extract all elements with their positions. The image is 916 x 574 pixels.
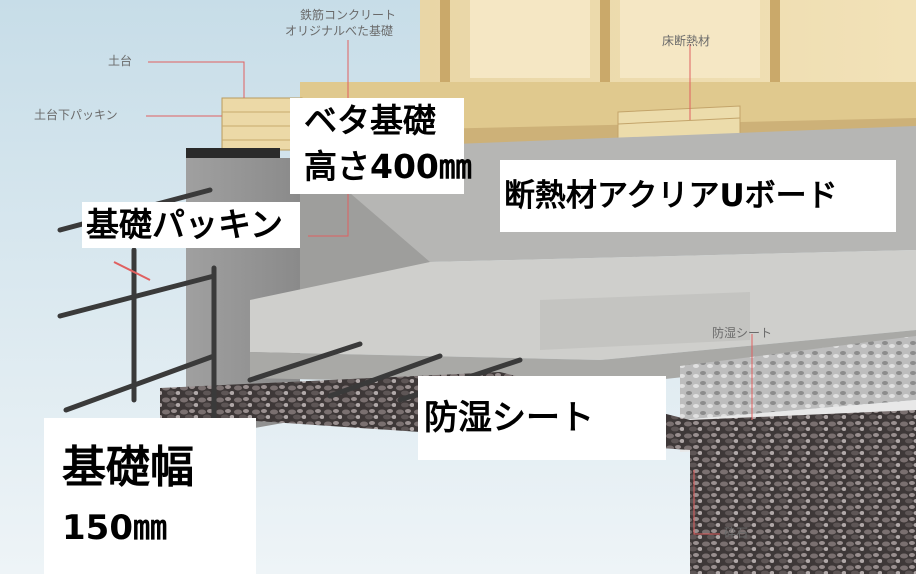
label-dodai: 土台 — [108, 54, 133, 68]
overlay-insulation: 断熱材アクリアUボード — [500, 160, 896, 232]
dodai-lumber — [221, 97, 303, 151]
label-rc-line1: 鉄筋コンクリート — [300, 8, 397, 22]
overlay-width-value: 150㎜ — [62, 508, 167, 548]
packing-strip — [186, 148, 280, 158]
house-wall — [420, 0, 916, 82]
moisture-sheet-area — [680, 336, 916, 420]
label-moisture-sheet: 防湿シート — [712, 326, 773, 340]
crushed-stone-layer — [160, 372, 916, 574]
label-floor-insulation: 床断熱材 — [662, 34, 711, 48]
overlay-beta-height: 高さ400㎜ — [304, 147, 472, 186]
label-dodai-packing: 土台下パッキン — [34, 108, 118, 122]
label-rc-line2: オリジナルべた基礎 — [285, 24, 394, 38]
overlay-width-title: 基礎幅 — [62, 442, 194, 493]
overlay-width: 基礎幅 150㎜ — [44, 418, 256, 574]
leader-lines — [113, 40, 753, 535]
overlay-beta-foundation: ベタ基礎 高さ400㎜ — [290, 98, 472, 194]
overlay-beta-title: ベタ基礎 — [304, 101, 436, 140]
overlay-packing: 基礎パッキン — [82, 202, 300, 248]
overlay-sheet: 防湿シート — [418, 376, 666, 460]
label-crushed-stone: 砕石 — [724, 526, 749, 540]
